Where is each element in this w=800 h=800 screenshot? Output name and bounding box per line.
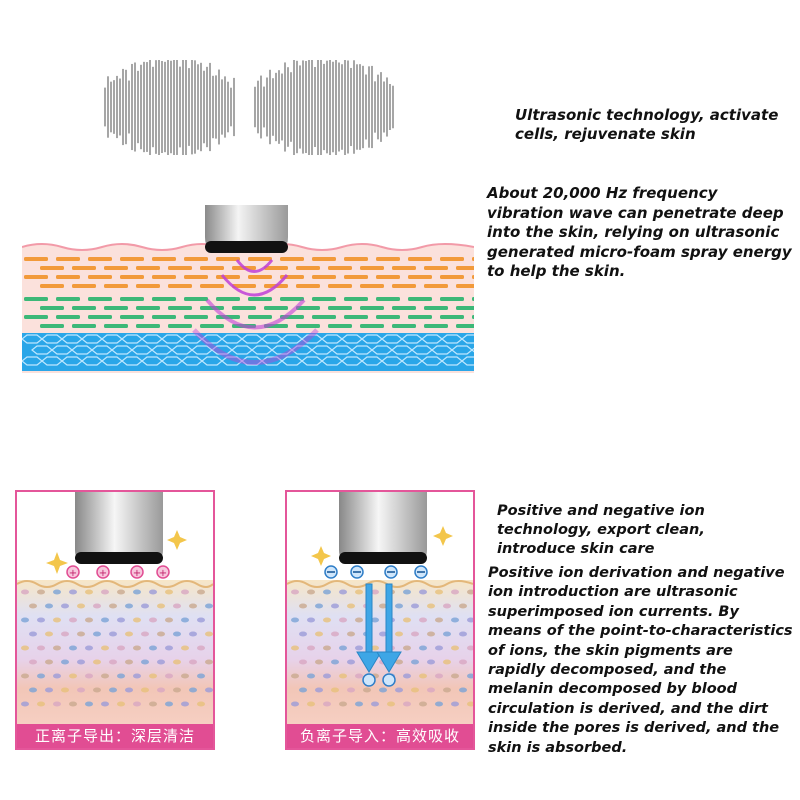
- ion-description: Positive ion derivation and negative ion…: [488, 565, 793, 756]
- ultrasonic-description: About 20,000 Hz frequency vibration wave…: [487, 184, 792, 280]
- negative-ion-illustration: [287, 492, 473, 724]
- positive-ion-illustration: + + + +: [17, 492, 213, 724]
- svg-text:+: +: [133, 568, 141, 579]
- positive-ion-label: 正离子导出：深层清洁: [17, 724, 213, 748]
- svg-text:+: +: [159, 568, 167, 579]
- dermis-layer: [24, 297, 474, 328]
- svg-text:+: +: [69, 568, 77, 579]
- negative-ion-markers: [324, 565, 428, 579]
- positive-ion-panel: + + + + 正离子导出：深层清洁: [15, 490, 215, 750]
- ultrasonic-skin-illustration: [22, 205, 474, 373]
- negative-ion-label: 负离子导入：高效吸收: [287, 724, 473, 748]
- epidermis-layer: [24, 257, 474, 288]
- absorption-arrows: [356, 583, 402, 673]
- ultrasonic-heading: Ultrasonic technology, activate cells, r…: [515, 106, 779, 143]
- negative-ion-panel: 负离子导入：高效吸收: [285, 490, 475, 750]
- ion-heading: Positive and negative ion technology, ex…: [497, 503, 705, 557]
- positive-ion-markers: [66, 565, 170, 579]
- ultrasonic-wave-arcs: [192, 259, 319, 365]
- sound-wave-graphic: [104, 60, 394, 155]
- svg-text:+: +: [99, 568, 107, 579]
